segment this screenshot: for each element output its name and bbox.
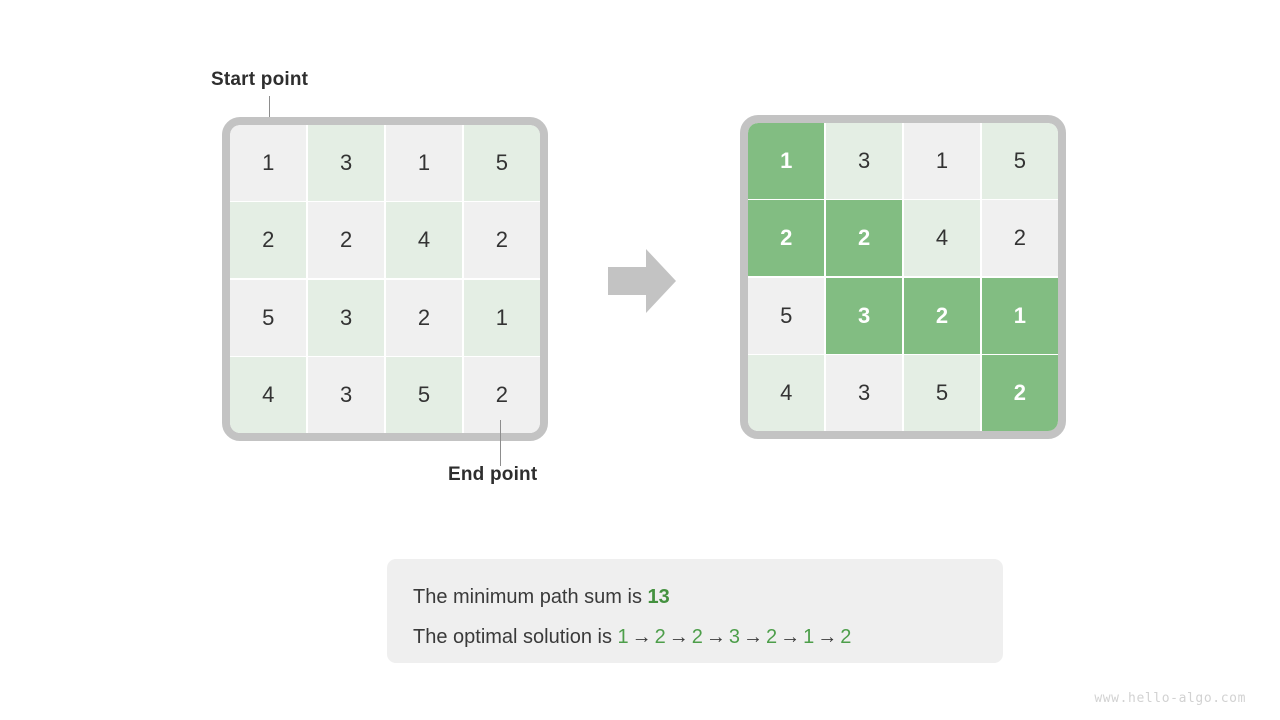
path-arrow-icon: → bbox=[743, 626, 764, 648]
input-grid-cell-3-2: 5 bbox=[385, 357, 463, 433]
path-arrow-icon: → bbox=[780, 626, 801, 648]
path-step-4: 2 bbox=[766, 626, 778, 648]
input-grid-cell-3-3: 2 bbox=[463, 357, 540, 433]
path-step-3: 3 bbox=[728, 626, 741, 648]
solution-grid-cell-0-0: 1 bbox=[748, 123, 825, 199]
input-grid-cell-3-1: 3 bbox=[307, 357, 385, 433]
minimum-path-sum-line: The minimum path sum is 13 bbox=[413, 577, 1003, 617]
solution-grid-cell-2-2: 2 bbox=[903, 277, 981, 354]
right-arrow-icon bbox=[608, 249, 676, 313]
solution-grid-cell-2-1: 3 bbox=[825, 277, 903, 354]
solution-grid-cell-0-3: 5 bbox=[981, 123, 1058, 199]
input-grid-cell-0-2: 1 bbox=[385, 125, 463, 201]
watermark: www.hello-algo.com bbox=[1094, 691, 1246, 706]
minimum-path-sum-value: 13 bbox=[647, 586, 670, 608]
input-grid-cell-0-0: 1 bbox=[230, 125, 307, 201]
result-box: The minimum path sum is 13 The optimal s… bbox=[387, 559, 1003, 663]
path-step-2: 2 bbox=[691, 626, 703, 648]
start-point-label: Start point bbox=[211, 69, 309, 90]
solution-grid-cell-1-2: 4 bbox=[903, 200, 981, 277]
input-grid-cell-1-2: 4 bbox=[385, 202, 463, 279]
input-grid-cell-2-0: 5 bbox=[230, 279, 307, 356]
path-step-6: 2 bbox=[840, 626, 852, 648]
input-grid-cell-3-0: 4 bbox=[230, 357, 307, 433]
solution-grid-cell-1-1: 2 bbox=[825, 200, 903, 277]
end-point-connector-line bbox=[499, 420, 501, 466]
solution-grid-cell-3-0: 4 bbox=[748, 355, 825, 431]
solution-grid-cell-1-3: 2 bbox=[981, 200, 1058, 277]
input-grid-cell-1-0: 2 bbox=[230, 202, 307, 279]
end-point-label: End point bbox=[448, 464, 538, 485]
solution-grid-cell-0-2: 1 bbox=[903, 123, 981, 199]
optimal-solution-prefix: The optimal solution is bbox=[413, 626, 618, 648]
optimal-solution-sequence: 1→2→2→3→2→1→2 bbox=[618, 626, 852, 648]
solution-grid-cell-3-3: 2 bbox=[981, 355, 1058, 431]
minimum-path-sum-prefix: The minimum path sum is bbox=[413, 586, 648, 608]
input-grid-cell-2-3: 1 bbox=[463, 279, 540, 356]
path-arrow-icon: → bbox=[705, 626, 726, 648]
path-arrow-icon: → bbox=[817, 626, 838, 648]
path-arrow-icon: → bbox=[631, 626, 652, 648]
solution-grid-cell-3-1: 3 bbox=[825, 355, 903, 431]
input-grid-cell-2-2: 2 bbox=[385, 279, 463, 356]
solution-grid-cell-2-3: 1 bbox=[981, 277, 1058, 354]
solution-grid-cell-3-2: 5 bbox=[903, 355, 981, 431]
solution-grid-cell-2-0: 5 bbox=[748, 277, 825, 354]
input-grid-cell-0-3: 5 bbox=[463, 125, 540, 201]
path-step-1: 2 bbox=[654, 626, 666, 648]
solution-grid-cell-1-0: 2 bbox=[748, 200, 825, 277]
path-step-5: 1 bbox=[803, 626, 815, 648]
solution-grid-cell-0-1: 3 bbox=[825, 123, 903, 199]
input-grid-cell-1-1: 2 bbox=[307, 202, 385, 279]
optimal-solution-line: The optimal solution is 1→2→2→3→2→1→2 bbox=[413, 617, 1003, 657]
path-step-0: 1 bbox=[617, 626, 629, 648]
input-grid-cell-0-1: 3 bbox=[307, 125, 385, 201]
path-arrow-icon: → bbox=[668, 626, 689, 648]
input-grid-cell-2-1: 3 bbox=[307, 279, 385, 356]
input-grid-cell-1-3: 2 bbox=[463, 202, 540, 279]
